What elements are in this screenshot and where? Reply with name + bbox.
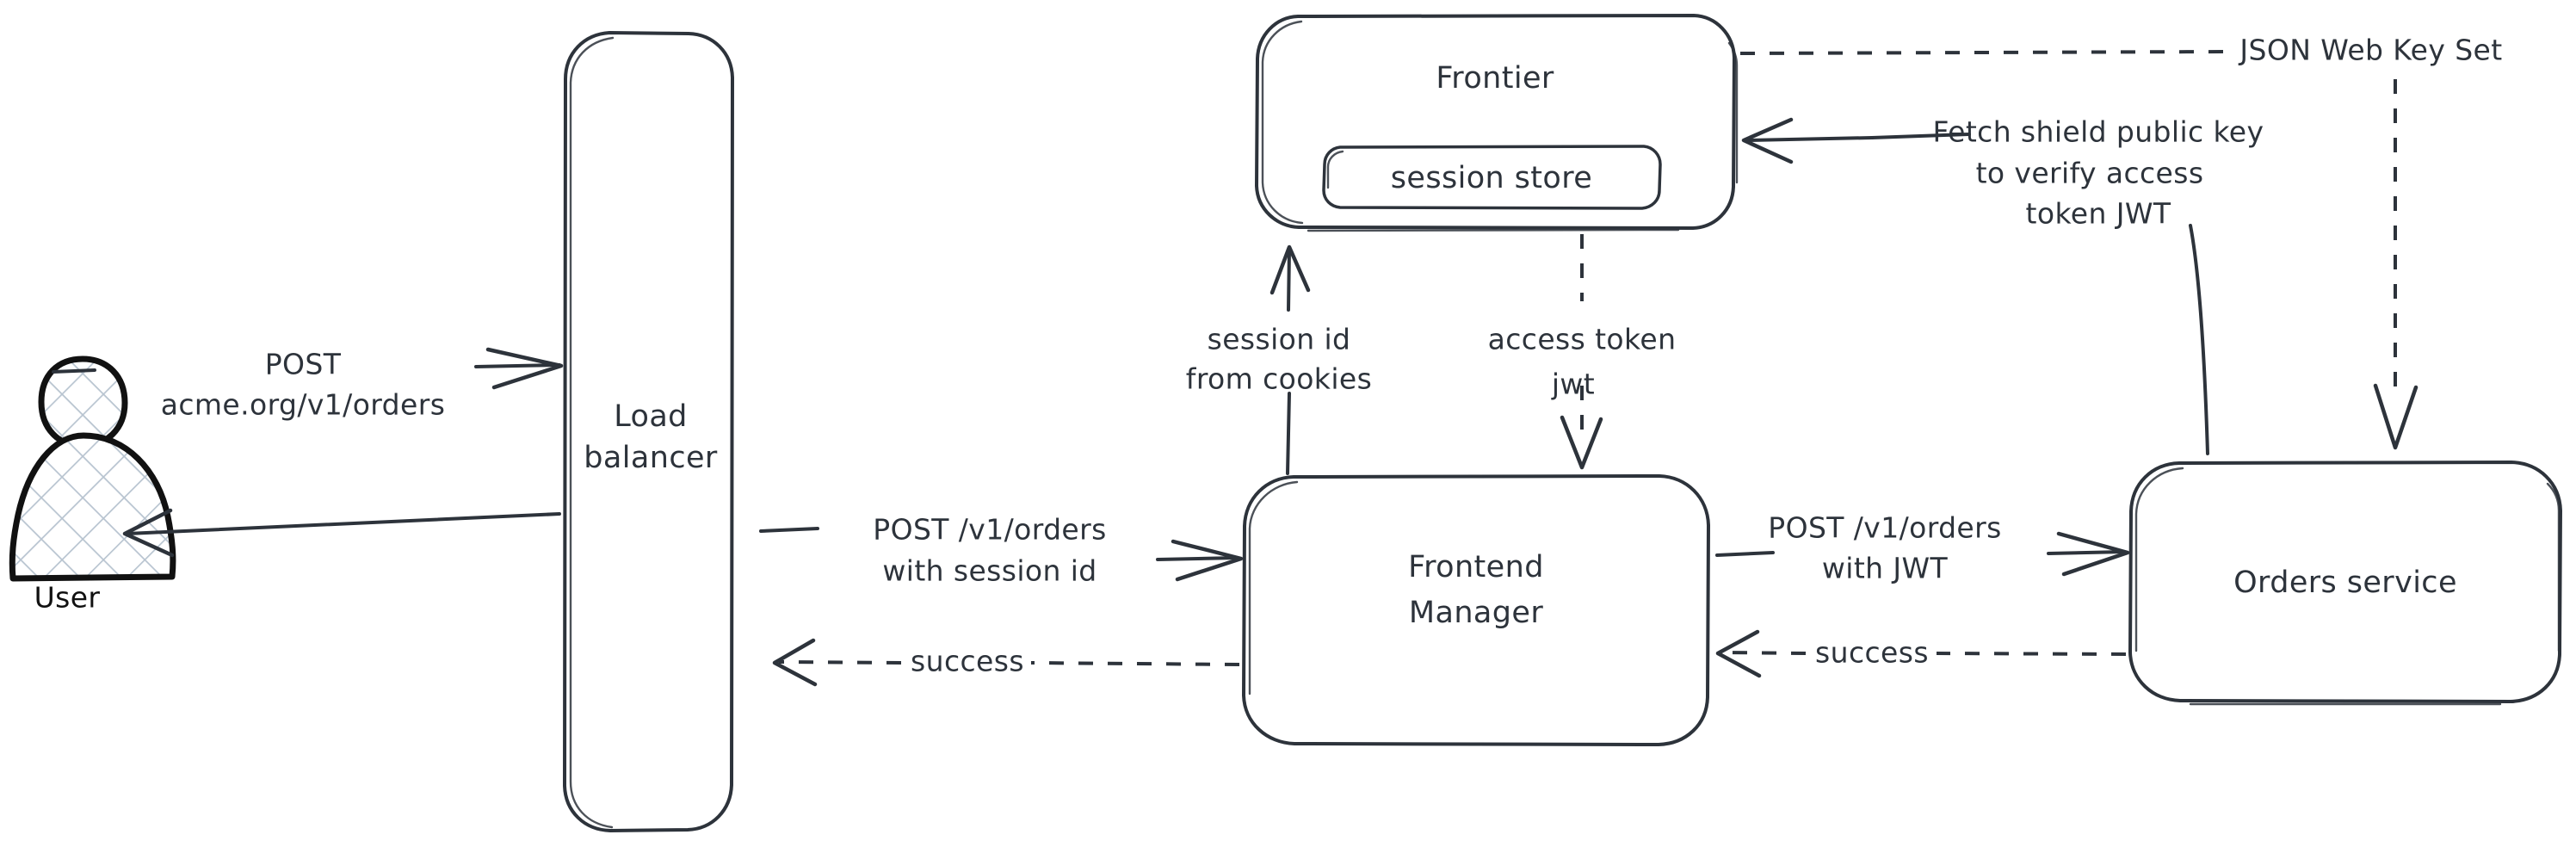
connection-fm-to-orders: POST /v1/orders with JWT (1715, 511, 2130, 585)
frontier-to-fm-label-line1: access token (1488, 323, 1677, 356)
connection-fm-to-frontier-sessionid: session id from cookies (1186, 244, 1372, 475)
lb-to-user-arrowhead (122, 508, 175, 558)
user-to-lb-line-left (52, 368, 96, 374)
user-to-lb-label-line1: POST (265, 348, 342, 381)
session-store-label: session store (1391, 161, 1592, 195)
orders-to-fm-success-arrowhead (1715, 629, 1762, 678)
fm-to-frontier-label-line1: session id (1208, 323, 1351, 356)
load-balancer-node[interactable]: Load balancer (563, 31, 734, 832)
orders-to-fm-success-line-a (1936, 652, 2127, 656)
orders-to-frontier-line-tail (1745, 136, 1874, 142)
connection-frontier-to-fm-accesstoken: access token jwt (1488, 234, 1677, 470)
connection-fm-to-lb-success: success (772, 638, 1240, 687)
connection-load-balancer-to-user (122, 508, 561, 558)
frontier-to-fm-label-line2: jwt (1551, 368, 1595, 401)
connection-user-to-load-balancer: POST acme.org/v1/orders (52, 347, 564, 422)
session-store-shape (1322, 145, 1662, 210)
orders-to-frontier-curve (2189, 224, 2209, 455)
fm-to-frontier-label-line2: from cookies (1186, 362, 1372, 396)
fm-to-orders-arrowhead (2056, 531, 2130, 577)
frontier-bottom-sketch (1307, 228, 1680, 232)
lb-to-fm-line-right (1156, 556, 1239, 561)
orders-to-frontier-label-line2: to verify access (1976, 157, 2204, 190)
user-to-lb-label-line2: acme.org/v1/orders (161, 388, 446, 422)
frontier-node[interactable]: Frontier session store (1255, 14, 1739, 232)
fm-to-lb-success-label: success (911, 645, 1024, 678)
fm-to-lb-success-line-a (1030, 661, 1240, 666)
user-to-lb-line-right (474, 363, 561, 368)
fm-to-frontier-arrowhead (1269, 244, 1311, 295)
frontier-shape-sketch (1261, 20, 1739, 225)
fm-to-orders-label-line2: with JWT (1822, 552, 1949, 585)
orders-to-frontier-line-horizontal (1870, 133, 1971, 139)
frontier-to-fm-arrowhead (1560, 415, 1603, 470)
jwks-label: JSON Web Key Set (2238, 34, 2502, 67)
orders-service-label: Orders service (2233, 566, 2457, 600)
connection-orders-to-frontier-fetchkey: Fetch shield public key to verify access… (1741, 115, 2264, 455)
lb-to-user-line (126, 512, 561, 535)
frontend-manager-shape-sketch (1248, 480, 1299, 696)
lb-to-fm-label-line2: with session id (882, 554, 1096, 588)
fm-to-frontier-line-upper (1287, 248, 1291, 312)
frontier-label: Frontier (1436, 61, 1554, 96)
session-store-node[interactable]: session store (1322, 145, 1662, 210)
fm-to-orders-line-right (2047, 550, 2126, 555)
load-balancer-shape-sketch (569, 36, 615, 829)
user-actor[interactable]: User (9, 355, 176, 615)
connection-orders-to-fm-success: success (1715, 629, 2127, 678)
orders-service-shape-sketch (2134, 467, 2561, 706)
orders-to-frontier-arrowhead (1741, 117, 1794, 164)
connection-frontier-to-orders-jwks: JSON Web Key Set (1739, 34, 2502, 450)
person-icon-body (9, 432, 176, 582)
orders-to-frontier-label-line3: token JWT (2026, 197, 2171, 231)
fm-to-frontier-line-lower (1286, 392, 1291, 475)
jwks-line-horizontal (1739, 50, 2227, 55)
fm-to-orders-line-left (1715, 551, 1775, 557)
connection-lb-to-frontend-manager: POST /v1/orders with session id (759, 513, 1244, 588)
load-balancer-shape (563, 31, 734, 832)
frontend-manager-node[interactable]: Frontend Manager (1242, 474, 1710, 746)
orders-to-fm-success-line-b (1720, 651, 1807, 655)
frontend-manager-label-line1: Frontend (1408, 550, 1544, 584)
frontend-manager-shape (1242, 474, 1710, 746)
lb-to-fm-arrowhead (1171, 539, 1244, 582)
lb-to-fm-label-line1: POST /v1/orders (873, 513, 1106, 547)
load-balancer-label-line2: balancer (584, 441, 718, 475)
lb-to-fm-line-left (759, 527, 819, 533)
fm-to-lb-success-line-b (778, 660, 902, 665)
fm-to-orders-label-line1: POST /v1/orders (1768, 511, 2001, 545)
orders-service-node[interactable]: Orders service (2128, 461, 2562, 706)
orders-to-fm-success-label: success (1815, 636, 1929, 670)
user-label: User (34, 581, 101, 615)
session-store-shape-sketch (1326, 150, 1344, 189)
jwks-arrowhead (2373, 383, 2418, 450)
orders-to-frontier-label-line1: Fetch shield public key (1933, 115, 2264, 149)
fm-to-lb-success-arrowhead (772, 638, 818, 687)
frontend-manager-label-line2: Manager (1409, 596, 1543, 630)
load-balancer-label-line1: Load (614, 399, 688, 434)
user-to-lb-arrowhead (485, 347, 564, 390)
orders-service-shape (2128, 461, 2562, 703)
